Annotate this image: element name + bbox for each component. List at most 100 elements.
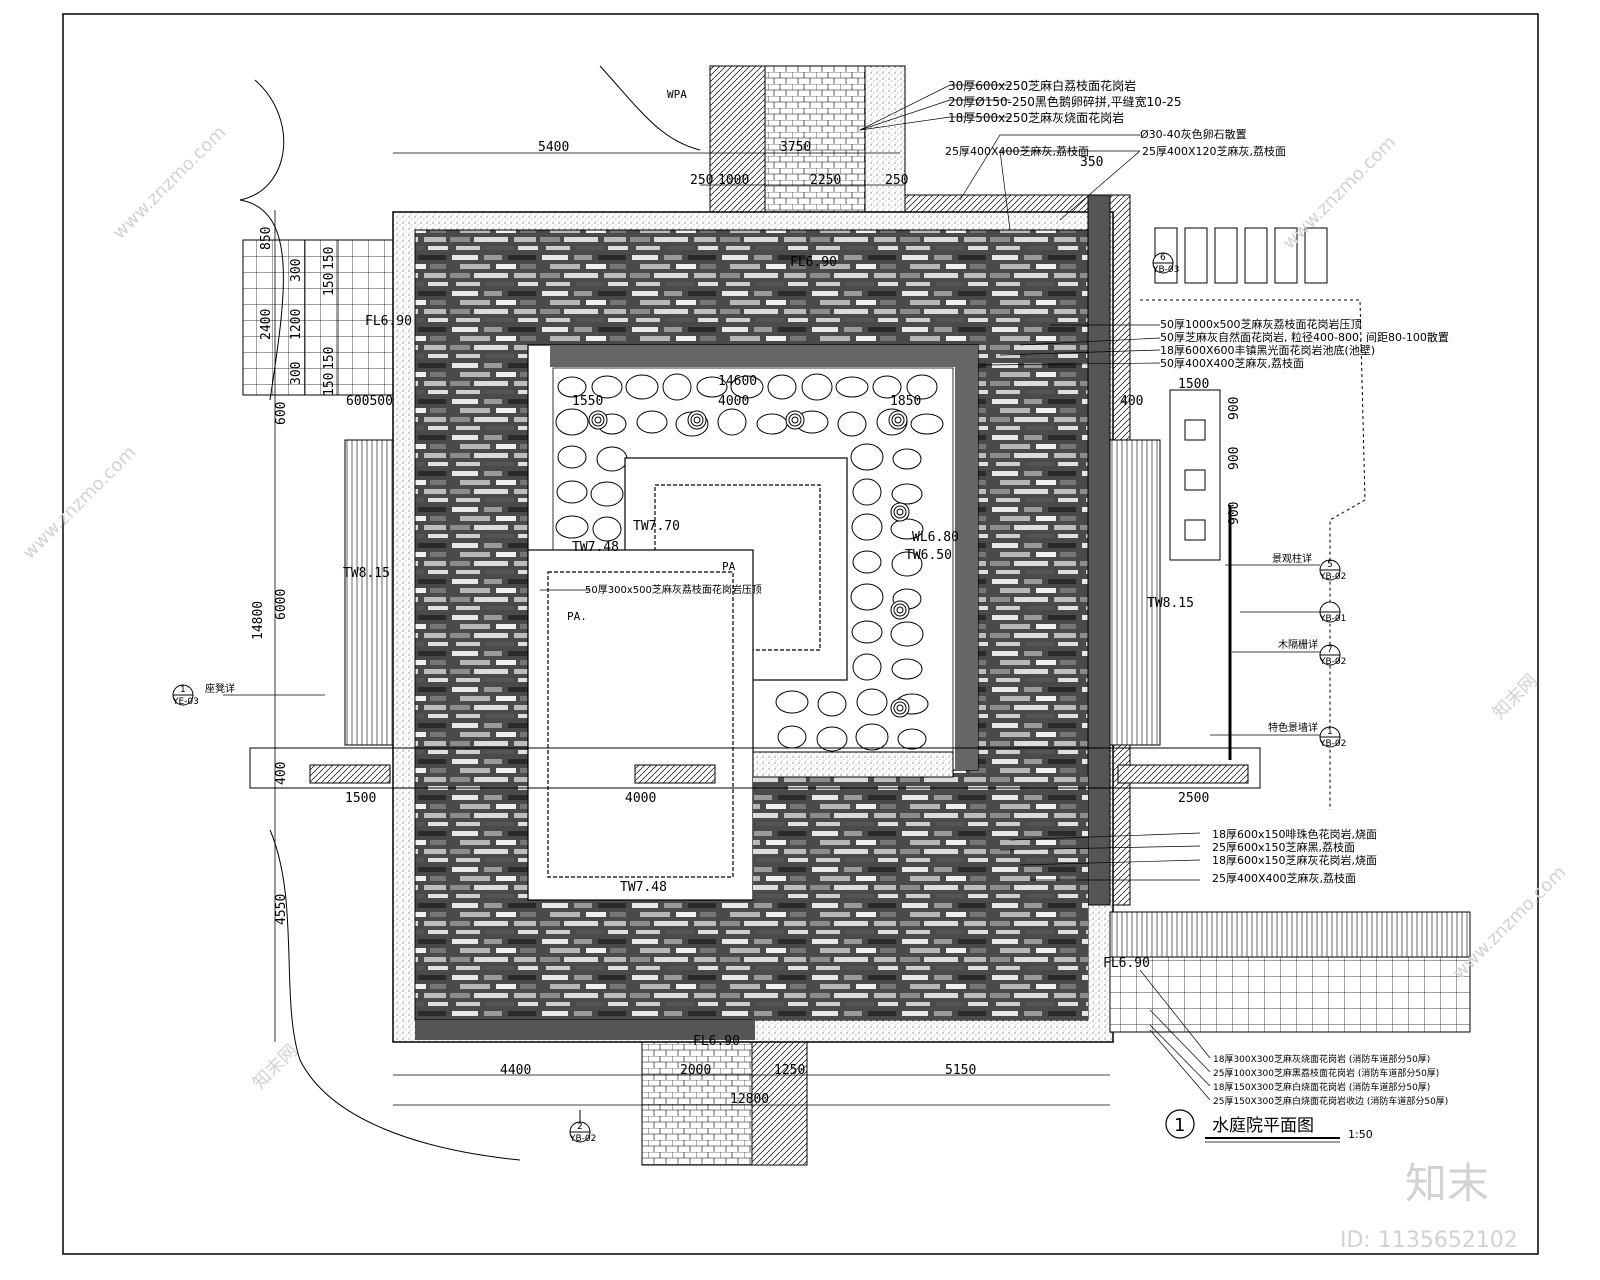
callout-7-yb02: 7 YB-02 木隔栅详 xyxy=(1232,638,1346,667)
svg-text:5: 5 xyxy=(1327,560,1333,570)
svg-text:YB-02: YB-02 xyxy=(1319,657,1346,667)
paver-block xyxy=(1304,227,1328,284)
dim-right-900c: 900 xyxy=(1227,502,1242,525)
pebble-stone xyxy=(557,376,587,398)
dim-bottom-5150: 5150 xyxy=(945,1063,976,1078)
left-path-grid xyxy=(242,239,394,396)
fountain-jet-icon xyxy=(693,416,701,424)
notes-bottom-group: 18厚300X300芝麻灰烧面花岗岩 (消防车道部分50厚) 25厚100X30… xyxy=(1213,1053,1448,1107)
notes-top-group: 30厚600x250芝麻白荔枝面花岗岩 20厚Ø150-250黑色鹅卵碎拼,平缝… xyxy=(945,78,1286,158)
drawing-title: 水庭院平面图 xyxy=(1212,1116,1314,1136)
coping-note: 50厚300x500芝麻灰荔枝面花岗岩压顶 xyxy=(585,583,762,596)
fountain-jet-icon xyxy=(791,416,799,424)
pebble-stone xyxy=(906,374,938,400)
dim-left-600: 600 xyxy=(274,402,289,425)
svg-text:座凳详: 座凳详 xyxy=(205,682,235,695)
fountain-jet-icon xyxy=(896,606,904,614)
fountain-jet-icon xyxy=(594,416,602,424)
paver-block xyxy=(1184,227,1208,284)
svg-text:YB-03: YB-03 xyxy=(1152,265,1179,275)
dim-left-4550: 4550 xyxy=(274,894,289,925)
pebble-stone xyxy=(556,480,588,504)
fountain-jet-icon xyxy=(896,704,904,712)
bottom-path-grid xyxy=(641,1029,753,1166)
dimension-labels: 5400 3750 250 1000 2250 250 350 4400 200… xyxy=(251,140,1242,1107)
watermark-site-2: www.znzmo.com xyxy=(19,442,141,564)
watermark-id: ID: 1135652102 xyxy=(1340,1228,1518,1253)
note-bottom-3: 25厚150X300芝麻白烧面花岗岩收边 (消防车道部分50厚) xyxy=(1213,1095,1448,1107)
dim-left-14800: 14800 xyxy=(251,601,266,640)
dim-left-150a: 150 xyxy=(322,247,337,270)
drawing-frame xyxy=(62,13,1539,1255)
pebble-stone xyxy=(851,620,883,644)
note-top-3: Ø30-40灰色卵石散置 xyxy=(1140,127,1247,141)
drawing-scale: 1:50 xyxy=(1348,1128,1373,1141)
pebble-stone xyxy=(852,653,882,681)
drawing-title-block: 1 水庭院平面图 1:50 xyxy=(1165,1109,1373,1143)
dim-pool-4000: 4000 xyxy=(718,394,749,409)
level-labels: FL6.90 FL6.90 FL6.90 FL6.90 TW8.15 TW8.1… xyxy=(343,88,1194,1049)
level-tw-left: TW8.15 xyxy=(343,566,390,581)
svg-text:1: 1 xyxy=(1327,727,1333,737)
notes-right-group: 50厚1000x500芝麻灰荔枝面花岗岩压顶 50厚芝麻灰自然面花岗岩, 粒径4… xyxy=(1160,317,1449,370)
left-steps xyxy=(344,439,394,746)
pebble-stone xyxy=(557,445,587,469)
dim-top-5400: 5400 xyxy=(538,140,569,155)
pebble-stone xyxy=(591,375,623,399)
dim-bottom-12800: 12800 xyxy=(730,1092,769,1107)
svg-text:景观柱详: 景观柱详 xyxy=(1272,552,1312,565)
right-lower-grid xyxy=(1109,956,1471,1033)
pebble-stone xyxy=(555,408,589,436)
dim-top-250a: 250 xyxy=(690,173,713,188)
watermark-site-1: www.znzmo.com xyxy=(109,122,231,244)
dim-left-300b: 300 xyxy=(289,362,304,385)
pool-top-band xyxy=(550,345,978,367)
note-top-5: 25厚400X120芝麻灰,荔枝面 xyxy=(1142,144,1286,158)
pebble-stone xyxy=(852,478,882,506)
lower-brick-block xyxy=(753,775,1088,1020)
level-fl-left: FL6.90 xyxy=(365,314,412,329)
note-right-3: 50厚400X400芝麻灰,荔枝面 xyxy=(1160,356,1304,370)
svg-text:YB-02: YB-02 xyxy=(1319,572,1346,582)
dim-right-1500: 1500 xyxy=(1178,377,1209,392)
left-bench-slot xyxy=(309,764,391,784)
fountain-jet-icon xyxy=(894,416,902,424)
pebble-stone xyxy=(850,443,884,471)
pebble-stone xyxy=(817,691,847,717)
right-lower-stripe xyxy=(1109,911,1471,958)
leader-lines xyxy=(223,84,1211,1101)
right-bench-slot xyxy=(1117,764,1249,784)
level-tw-right: TW8.15 xyxy=(1147,596,1194,611)
callout-6-yb03: 6 YB-03 xyxy=(1152,252,1179,275)
pebble-stone xyxy=(816,726,848,752)
watermark-cn-2: 知末网 xyxy=(249,1041,302,1094)
pebble-stone xyxy=(717,408,747,436)
svg-text:7: 7 xyxy=(1327,645,1333,655)
dim-right-900b: 900 xyxy=(1227,447,1242,470)
pebble-stones xyxy=(555,373,944,752)
top-right-pavers xyxy=(1154,227,1328,284)
svg-text:YB-01: YB-01 xyxy=(1319,614,1346,624)
pebble-stone xyxy=(801,373,833,401)
top-path-cobble xyxy=(709,65,766,217)
pebble-stone xyxy=(590,481,624,507)
watermark-brand: 知末 xyxy=(1405,1159,1489,1208)
top-path-strip xyxy=(864,65,906,217)
dim-left-150c: 150 xyxy=(322,347,337,370)
level-fl-bottom: FL6.90 xyxy=(693,1034,740,1049)
callout-1-yb02: 1 YB-02 特色景墙详 xyxy=(1210,721,1346,749)
paver-block xyxy=(1154,227,1178,284)
dim-pool-14600: 14600 xyxy=(718,374,757,389)
post-3 xyxy=(1184,519,1206,541)
level-fl-top: FL6.90 xyxy=(790,255,837,270)
top-lawn-edge xyxy=(599,65,701,151)
pebble-stone xyxy=(756,413,788,435)
note-mid-2: 18厚600x150芝麻灰花岗岩,烧面 xyxy=(1212,853,1377,867)
note-mid-3: 25厚400X400芝麻灰,荔枝面 xyxy=(1212,871,1356,885)
area-pa-upper: PA xyxy=(722,560,736,573)
pebble-stone xyxy=(662,373,692,401)
note-right-2: 18厚600X600丰镇黑光面花岗岩池底(池壁) xyxy=(1160,343,1375,357)
dim-mid-1500: 1500 xyxy=(345,791,376,806)
pebble-stone xyxy=(872,375,902,399)
post-2 xyxy=(1184,469,1206,491)
